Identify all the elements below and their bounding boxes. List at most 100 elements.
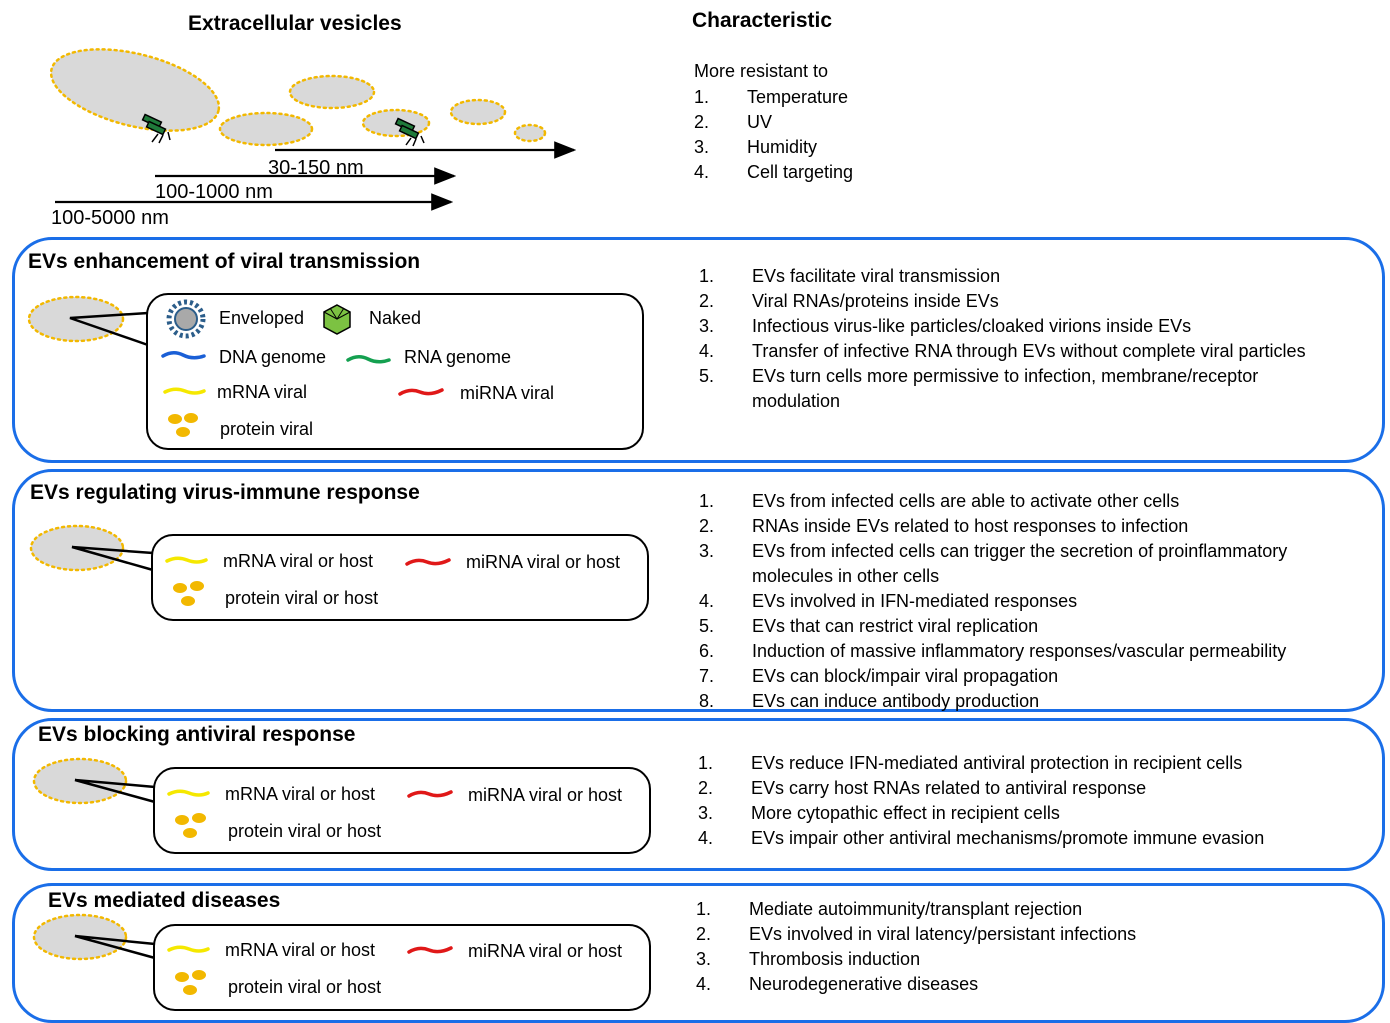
resist-item-number: 3. [694, 137, 710, 157]
protein-icon [175, 813, 206, 838]
panel-title: EVs regulating virus-immune response [30, 481, 420, 504]
list-item-text: EVs involved in viral latency/persistant… [749, 924, 1137, 944]
list-item-text: EVs turn cells more permissive to infect… [752, 366, 1259, 411]
list-item-text: Viral RNAs/proteins inside EVs [752, 291, 999, 311]
list-item-text: EVs from infected cells can trigger the … [752, 541, 1288, 586]
panel-immune-response [12, 469, 1385, 712]
resist-item-label: Humidity [747, 137, 818, 157]
list-item-text: EVs from infected cells are able to acti… [752, 491, 1180, 511]
list-item-text: EVs can block/impair viral propagation [752, 666, 1059, 686]
legend-protein-label: protein viral or host [225, 588, 379, 608]
resist-item: 3. Humidity [694, 135, 853, 160]
list-item-text: EVs involved in IFN-mediated responses [752, 591, 1078, 611]
list-item-number: 2. [696, 924, 712, 944]
resist-item-number: 2. [694, 112, 710, 132]
list-item-number: 5. [699, 366, 715, 386]
list-item-number: 1. [699, 491, 715, 511]
list-item: 3.Thrombosis induction [696, 947, 1136, 972]
list-item-text: More cytopathic effect in recipient cell… [751, 803, 1060, 823]
legend-dna-label: DNA genome [219, 347, 327, 367]
protein-icon [168, 413, 198, 437]
dna-genome-icon [161, 351, 206, 360]
list-item-number: 3. [699, 541, 715, 561]
resist-item: 2. UV [694, 110, 853, 135]
list-item-number: 4. [698, 828, 714, 848]
ev-size-illustration [49, 48, 577, 211]
list-item: 2.Viral RNAs/proteins inside EVs [699, 289, 1339, 314]
legend-rna-label: RNA genome [404, 347, 512, 367]
panel2-list: 1. EVs from infected cells are able to ac… [699, 489, 1339, 714]
size-label-large: 100-5000 nm [51, 207, 169, 229]
list-item: 3. EVs from infected cells can trigger th… [699, 539, 1339, 589]
size-label-small: 30-150 nm [268, 157, 364, 179]
list-item: 2. EVs involved in viral latency/persista… [696, 922, 1136, 947]
list-item-number: 8. [699, 691, 715, 711]
list-item-number: 2. [699, 516, 715, 536]
medium-vesicle [218, 111, 314, 147]
callout-pointer [69, 311, 149, 347]
list-item-number: 1. [696, 899, 712, 919]
virus-particle-icon [141, 113, 171, 144]
list-item: 1.Mediate autoimmunity/transplant reject… [696, 897, 1136, 922]
mrna-icon [167, 945, 210, 953]
mrna-icon [167, 789, 210, 797]
legend-naked-label: Naked [369, 308, 422, 328]
list-item-text: EVs impair other antiviral mechanisms/pr… [751, 828, 1265, 848]
list-item-text: Thrombosis induction [749, 949, 921, 969]
list-item-number: 4. [696, 974, 712, 994]
list-item: 6. Induction of massive inflammatory resp… [699, 639, 1339, 664]
callout-pointer [74, 778, 156, 804]
panel1-list: 1.EVs facilitate viral transmission 2.Vi… [699, 264, 1339, 414]
mirna-icon [405, 558, 451, 566]
resist-item-label: UV [747, 112, 773, 132]
list-item-text: Neurodegenerative diseases [749, 974, 979, 994]
list-item-text: Induction of massive inflammatory respon… [752, 641, 1287, 661]
resist-item-label: Cell targeting [747, 162, 854, 182]
list-item: 1.EVs reduce IFN-mediated antiviral prot… [698, 751, 1264, 776]
legend-mirna-label: miRNA viral or host [468, 785, 623, 805]
list-item-text: EVs carry host RNAs related to antiviral… [751, 778, 1147, 798]
list-item-number: 6. [699, 641, 715, 661]
list-item-text: Transfer of infective RNA through EVs wi… [752, 341, 1306, 361]
list-item-number: 7. [699, 666, 715, 686]
list-item: 4. EVs impair other antiviral mechanisms/… [698, 826, 1264, 851]
characteristic-title: Characteristic [692, 9, 833, 32]
resist-item-label: Temperature [747, 87, 849, 107]
enveloped-virus-icon [166, 299, 206, 339]
legend-mirna-label: miRNA viral or host [466, 552, 621, 572]
resist-item: 1.Temperature [694, 85, 853, 110]
list-item: 2.RNAs inside EVs related to host respon… [699, 514, 1339, 539]
panel-title: EVs mediated diseases [48, 889, 281, 912]
list-item: 5. EVs turn cells more permissive to infe… [699, 364, 1339, 414]
list-item-number: 1. [699, 266, 715, 286]
legend-mrna-label: mRNA viral or host [225, 940, 376, 960]
resist-intro: More resistant to [694, 61, 829, 81]
legend-callout [146, 293, 644, 450]
list-item-number: 2. [698, 778, 714, 798]
tiny-vesicle [513, 123, 547, 143]
mrna-icon [165, 556, 208, 564]
legend-callout [151, 534, 649, 621]
list-item: 8.EVs can induce antibody production [699, 689, 1339, 714]
legend-callout [153, 924, 651, 1011]
list-item: 4. EVs involved in IFN-mediated responses [699, 589, 1339, 614]
legend-mirna-label: miRNA viral or host [468, 941, 623, 961]
legend-protein-label: protein viral [220, 419, 314, 439]
callout-pointer [71, 545, 154, 572]
protein-icon [175, 970, 206, 995]
list-item-number: 4. [699, 591, 715, 611]
large-vesicle [49, 48, 221, 132]
legend-callout [153, 767, 651, 854]
small-vesicle [449, 98, 507, 126]
mirna-icon [398, 388, 444, 396]
panel3-list: 1.EVs reduce IFN-mediated antiviral prot… [698, 751, 1264, 851]
legend-protein-label: protein viral or host [228, 977, 382, 997]
legend-mrna-label: mRNA viral [217, 382, 308, 402]
